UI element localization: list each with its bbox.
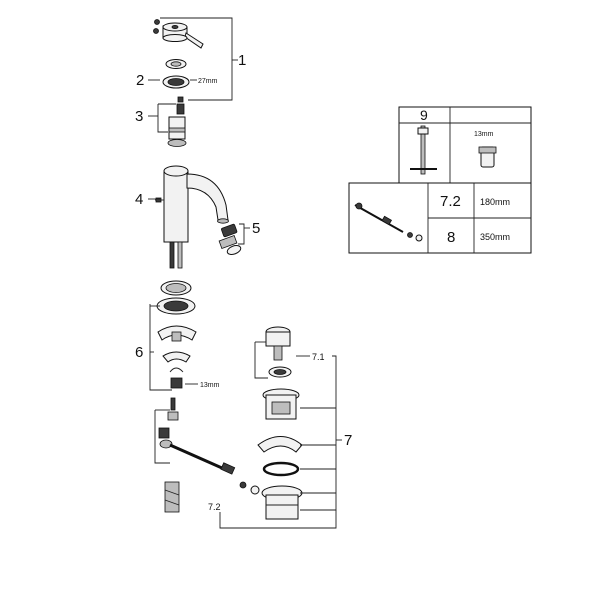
callout-6: 6 bbox=[135, 344, 143, 361]
mixer-body bbox=[155, 165, 229, 269]
aerator bbox=[218, 223, 242, 255]
inset-tool-label: 9 bbox=[420, 107, 428, 123]
dimension-ring: 27mm bbox=[198, 78, 218, 85]
callout-7: 7 bbox=[344, 432, 352, 449]
rod-row-2-length: 350mm bbox=[480, 232, 510, 242]
waste-set bbox=[257, 326, 303, 520]
pop-up-linkage bbox=[158, 397, 260, 513]
callout-4: 4 bbox=[135, 191, 143, 208]
callout-7-1: 7.1 bbox=[312, 352, 325, 362]
inset-rod-box: 7.2 180mm 8 350mm bbox=[348, 182, 532, 254]
rod-row-2-id: 8 bbox=[447, 229, 455, 246]
callout-5: 5 bbox=[252, 220, 260, 237]
inset-tool-size: 13mm bbox=[474, 131, 494, 138]
lever-handle bbox=[153, 19, 204, 49]
callout-1: 1 bbox=[238, 52, 246, 69]
leader-lines bbox=[148, 17, 342, 529]
fixing-set bbox=[156, 280, 197, 389]
cartridge bbox=[167, 96, 187, 147]
callout-7-2: 7.2 bbox=[208, 502, 221, 512]
rod-row-1-id: 7.2 bbox=[440, 193, 461, 210]
cover-ring bbox=[162, 59, 190, 89]
callout-2: 2 bbox=[136, 72, 144, 89]
inset-tool-box: 9 13mm bbox=[398, 106, 532, 184]
callout-3: 3 bbox=[135, 108, 143, 125]
dimension-nut: 13mm bbox=[200, 382, 220, 389]
rod-row-1-length: 180mm bbox=[480, 197, 510, 207]
